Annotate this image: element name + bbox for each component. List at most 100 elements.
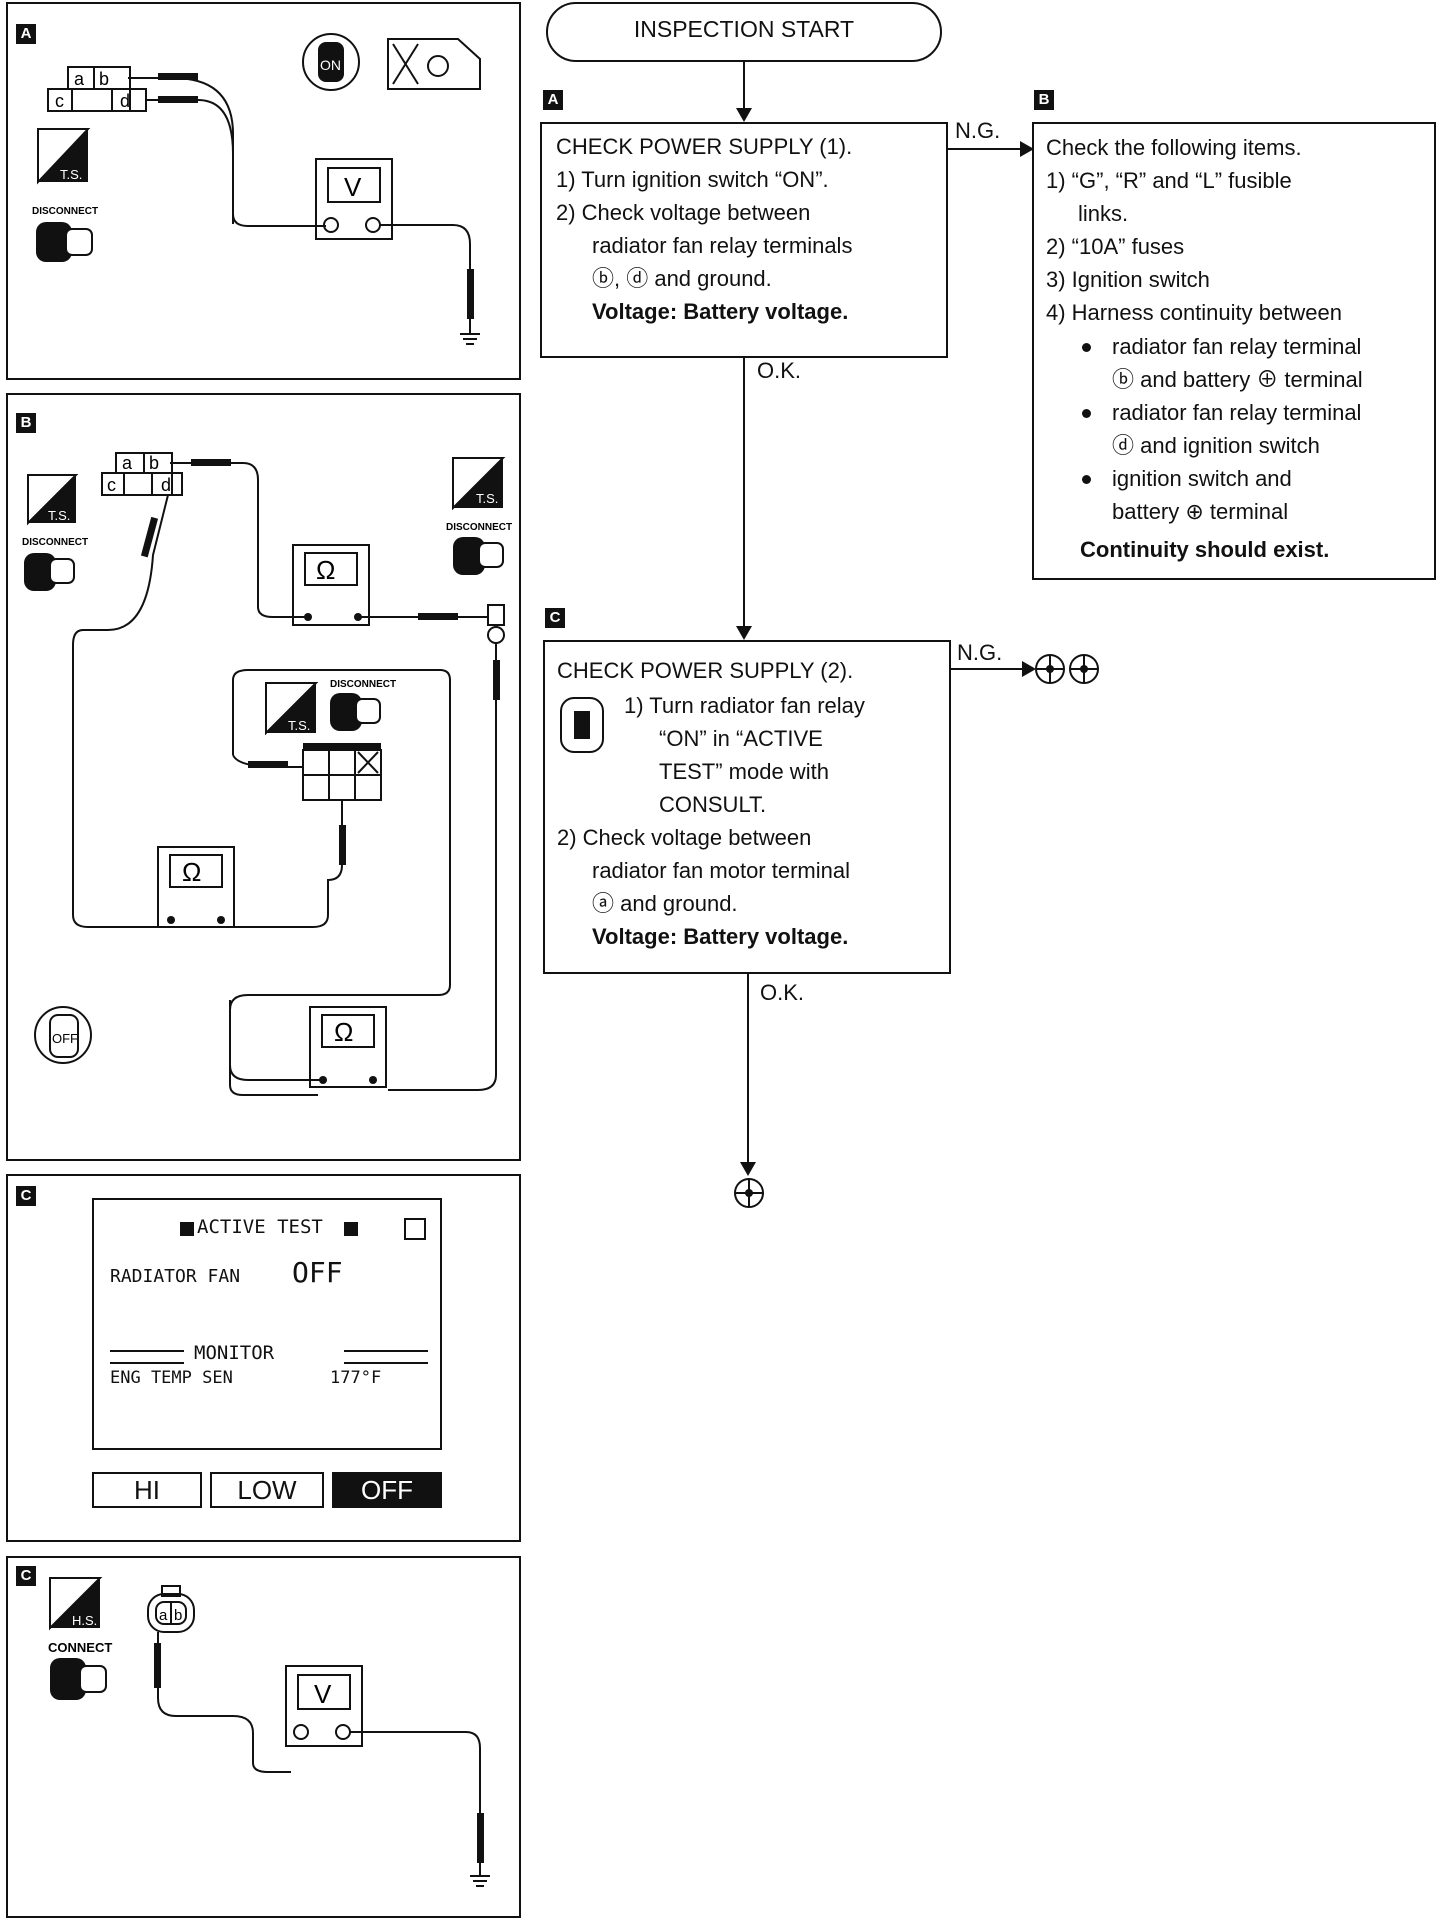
ohmmeter [309,1006,387,1088]
step-c-line: TEST” mode with [659,759,829,784]
screen-title-right-square [344,1222,358,1236]
screen-title: ACTIVE TEST [197,1216,323,1238]
motor-connector [147,1585,195,1633]
step-c-line: 2) Check voltage between [557,825,812,850]
step-b-line: ⓑ and battery ⊕ terminal [1112,367,1363,392]
panel-c-connect: C H.S. CONNECT a b V [6,1556,521,1918]
flow-line [948,148,1024,150]
ignition-key-icon: OFF [34,1006,92,1064]
step-a-title: CHECK POWER SUPPLY (1). [556,134,853,159]
key-label: ON [320,57,341,73]
disconnect-connector-icon [330,693,381,731]
step-c-title: CHECK POWER SUPPLY (2). [557,658,854,683]
ng-label: N.G. [955,118,1001,143]
ts-badge-icon: T.S. [27,474,79,526]
step-b-result: Continuity should exist. [1080,537,1330,562]
step-b-line: battery ⊕ terminal [1112,499,1289,524]
connect-label: CONNECT [48,1640,112,1655]
bullet [1082,409,1091,418]
badge-ts: T.S. [288,718,310,733]
step-a-line: radiator fan relay terminals [592,233,853,258]
step-c-line: ⓐ and ground. [592,891,738,916]
bullet [1082,343,1091,352]
ground-symbol [470,1863,490,1887]
step-b-line: 4) Harness continuity between [1046,300,1342,325]
panel-b-diagram: a b c d Ω T.S. DISCONNECT [22,452,512,1096]
consult-screen: ACTIVE TEST RADIATOR FAN OFF MONITOR ENG… [92,1198,442,1450]
low-button[interactable]: LOW [210,1472,324,1508]
ground-symbol [460,319,480,345]
ng-label: N.G. [957,640,1003,665]
ohmmeter [157,846,235,928]
panel-c2-diagram: H.S. CONNECT a b V [48,1577,490,1887]
off-button[interactable]: OFF [332,1472,442,1508]
off-page-connector-icon [1035,654,1099,684]
flow-line [743,62,745,116]
hi-button[interactable]: HI [92,1472,202,1508]
step-c-tag: C [545,608,565,628]
monitor-label: MONITOR [194,1342,275,1364]
relay-terminal-c: c [107,475,116,495]
ohmmeter [292,544,370,626]
panel-c-active-test: C ACTIVE TEST RADIATOR FAN OFF MONITOR E… [6,1174,521,1542]
arrow-head [1022,661,1036,677]
panel-a: A a b c d V [6,2,521,380]
ts-badge-icon: T.S. [37,128,91,185]
badge-ts: T.S. [48,508,70,523]
inspection-start [546,2,942,62]
arrow-head [740,1162,756,1176]
step-b-line: ⓓ and ignition switch [1112,433,1320,458]
meter-label: V [314,1679,332,1709]
off-page-connector-icon [734,1178,764,1208]
panel-tag: B [16,413,36,433]
consult-tool-icon [560,697,604,753]
step-c-line: 1) Turn radiator fan relay [624,693,865,718]
step-b-line: radiator fan relay terminal [1112,400,1362,425]
harness-connector [302,749,382,801]
screen-title-left-square [180,1222,194,1236]
wire [145,99,234,155]
ok-label: O.K. [757,358,802,383]
bullet [1082,475,1091,484]
step-c-line: CONSULT. [659,792,767,817]
arrow-head [736,108,752,122]
arrow-head [1020,141,1034,157]
flow-line [747,974,749,1170]
step-b-line: 3) Ignition switch [1046,267,1210,292]
panel-tag: C [16,1186,36,1206]
step-a-box [540,122,948,358]
panel-tag: A [16,24,36,44]
disconnect-label: DISCONNECT [22,537,88,548]
relay-terminal-b: b [149,453,159,473]
screen-checkbox[interactable] [404,1218,426,1240]
disconnect-label: DISCONNECT [446,522,512,533]
connect-connector-icon [50,1658,107,1700]
eng-temp-value: 177°F [330,1368,382,1388]
relay-terminal-c: c [55,91,64,111]
step-b-line: 1) “G”, “R” and “L” fusible [1046,168,1292,193]
step-b-tag: B [1034,90,1054,110]
ignition-key-icon: ON [302,33,360,91]
radiator-fan-label: RADIATOR FAN [110,1266,241,1287]
step-a-line: 1) Turn ignition switch “ON”. [556,167,829,192]
badge-ts: T.S. [60,167,82,182]
step-c-voltage: Voltage: Battery voltage. [592,924,849,949]
flow-line [743,358,745,634]
ts-badge-icon: T.S. [452,457,506,511]
flow-line [951,668,1029,670]
meter-label: Ω [316,555,335,585]
hs-badge-icon: H.S. [49,1577,103,1631]
step-c-line: “ON” in “ACTIVE [659,726,823,751]
relay-terminal-a: a [122,453,133,473]
inspection-start-label: INSPECTION START [633,16,855,42]
badge-hs: H.S. [72,1613,97,1628]
step-c-box [543,640,951,974]
relay-terminal-d: d [120,91,130,111]
connector-terminal-a: a [159,1607,168,1624]
relay-terminal-d: d [161,475,171,495]
ts-badge-icon: T.S. [265,682,319,736]
step-a-voltage: Voltage: Battery voltage. [592,299,849,324]
step-c-line: radiator fan motor terminal [592,858,850,883]
disconnect-connector-icon [36,222,93,262]
eng-temp-label: ENG TEMP SEN [110,1368,233,1388]
